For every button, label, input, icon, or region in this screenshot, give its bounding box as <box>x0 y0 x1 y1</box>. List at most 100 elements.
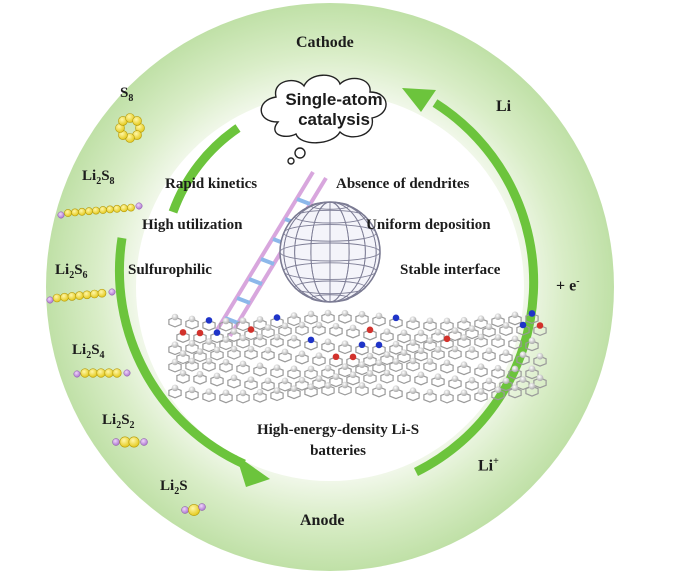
graphene-atom <box>434 373 442 381</box>
species-label-li2s8: Li2S8 <box>82 168 115 187</box>
graphene-atom <box>358 341 366 349</box>
graphene-hexagon <box>457 319 471 331</box>
graphene-hexagon <box>295 353 309 365</box>
graphene-hexagon <box>440 392 454 404</box>
graphene-atom <box>494 364 502 372</box>
graphene-hexagon <box>440 320 454 332</box>
graphene-atom <box>502 322 510 329</box>
graphene-atom <box>298 350 306 358</box>
graphene-atom <box>536 374 544 382</box>
graphene-hexagon <box>397 332 411 344</box>
graphene-atom <box>485 377 493 385</box>
graphene-atom <box>315 375 323 382</box>
graphene-atom <box>528 310 536 317</box>
graphene-atom <box>358 310 366 318</box>
graphene-atom <box>341 340 349 347</box>
feature-uniform-deposition: Uniform deposition <box>366 217 491 233</box>
sulfur-atom <box>113 204 121 213</box>
graphene-atom <box>392 385 400 393</box>
graphene-atom <box>494 313 502 320</box>
species-label-li2s4: Li2S4 <box>72 342 105 361</box>
graphene-atom <box>460 389 468 397</box>
graphene-hexagon <box>321 312 335 324</box>
graphene-hexagon <box>363 329 377 341</box>
graphene-hexagon <box>278 380 292 392</box>
graphene-atom <box>409 387 417 394</box>
graphene-hexagon <box>372 315 386 327</box>
graphene-atom <box>417 371 425 379</box>
graphene-atom <box>485 347 493 355</box>
graphene-atom <box>426 388 434 396</box>
graphene-hexagon <box>397 352 411 364</box>
graphene-hexagon <box>227 330 241 342</box>
graphene-hexagon <box>448 348 462 360</box>
graphene-atom <box>341 363 349 370</box>
graphene-atom <box>519 321 527 329</box>
graphene-atom <box>247 376 255 383</box>
graphene-hexagon <box>321 341 335 353</box>
graphene-atom <box>188 357 196 365</box>
species-label-li2s: Li2S <box>160 478 188 497</box>
graphene-atom <box>213 329 221 336</box>
species-5-sub1: 2 <box>174 486 180 497</box>
graphene-hexagon <box>253 365 267 377</box>
graphene-atom <box>171 341 179 348</box>
graphene-hexagon <box>355 344 369 356</box>
graphene-atom <box>171 313 179 321</box>
graphene-atom <box>239 317 247 324</box>
species-0-base: S <box>120 85 129 101</box>
sulfur-atom <box>128 436 140 448</box>
graphene-hexagon <box>278 351 292 363</box>
graphene-atom <box>332 322 340 330</box>
graphene-hexagon <box>414 350 428 362</box>
graphene-hexagon <box>516 379 530 391</box>
graphene-atom <box>451 375 459 382</box>
graphene-atom <box>375 383 383 391</box>
species-3-mid: S <box>91 342 100 358</box>
anode-label: Anode <box>300 512 345 529</box>
graphene-hexagon <box>185 360 199 372</box>
graphene-hexagon <box>219 320 233 332</box>
graphene-hexagon <box>372 362 386 374</box>
graphene-atom <box>468 376 476 384</box>
graphene-atom <box>468 346 476 353</box>
graphene-atom <box>443 335 451 343</box>
graphene-hexagon <box>312 355 326 367</box>
lithium-atom <box>46 296 54 304</box>
ladder-icon <box>215 170 328 338</box>
graphene-atom <box>358 361 366 368</box>
species-1-mid: S <box>101 168 110 184</box>
sulfur-atom <box>71 208 79 217</box>
species-label-li2s6: Li2S6 <box>55 262 88 281</box>
graphene-hexagon <box>287 315 301 327</box>
graphene-atom <box>460 334 468 341</box>
graphene-atom <box>536 352 544 360</box>
graphene-hexagon <box>533 324 547 337</box>
lithium-atom <box>181 506 189 514</box>
graphene-hexagon <box>431 331 445 343</box>
graphene-atom <box>264 377 272 385</box>
graphene-hexagon <box>380 331 394 343</box>
graphene-atom <box>392 314 400 322</box>
graphene-hexagon <box>482 380 496 392</box>
graphene-atom <box>324 364 332 372</box>
graphene-atom <box>400 349 408 356</box>
arrow-icon <box>114 99 539 477</box>
graphene-hexagon <box>219 392 233 404</box>
graphene-hexagon <box>227 348 241 360</box>
sulfur-atom <box>99 206 107 214</box>
graphene-hexagon <box>457 336 471 349</box>
caption-line-1: High-energy-density Li-S <box>256 422 420 438</box>
graphene-hexagon <box>499 352 513 364</box>
sulfur-atom <box>80 368 90 378</box>
graphene-atom <box>205 388 213 395</box>
graphene-atom <box>341 381 349 389</box>
graphene-atom <box>222 389 230 397</box>
graphene-hexagon <box>176 331 190 343</box>
graphene-atom <box>528 382 536 390</box>
graphene-atom <box>375 359 383 367</box>
graphene-hexagon <box>389 388 403 400</box>
graphene-hexagon <box>236 363 250 375</box>
graphene-hexagon <box>423 360 437 373</box>
graphene-hexagon <box>499 380 513 392</box>
